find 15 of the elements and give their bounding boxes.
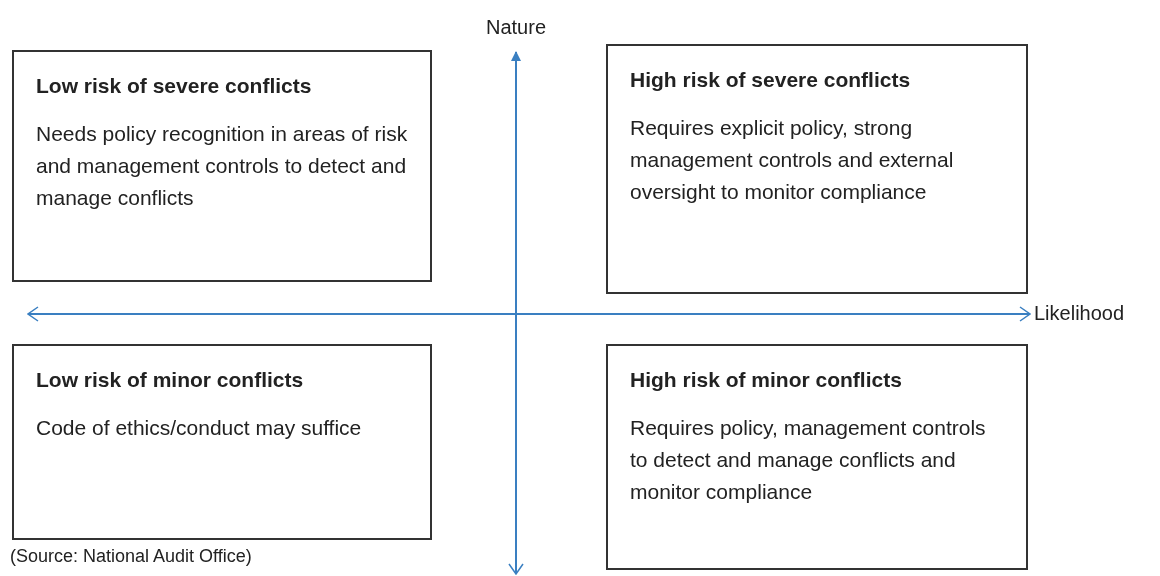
axis-label: Likelihood (1034, 302, 1125, 325)
quadrant-heading: High risk of minor conflicts (630, 368, 903, 392)
quadrant-description: Requires policy, management controls to detect and manage conflicts and monitor compliance (630, 415, 987, 505)
axis-label: Nature (486, 16, 547, 39)
quadrant-description: Code of ethics/conduct may suffice (36, 415, 363, 441)
quadrant-description: Requires explicit policy, strong management controls and external oversight to monitor compliance (630, 115, 955, 205)
quadrant-heading: High risk of severe conflicts (630, 68, 912, 92)
quadrant-heading: Low risk of severe conflicts (36, 74, 313, 98)
source-note: (Source: National Audit Office) (10, 546, 252, 567)
quadrant-box (606, 344, 1028, 570)
quadrant-box (606, 44, 1028, 294)
quadrant-box (12, 344, 432, 540)
quadrant-description: Needs policy recognition in areas of risk and management controls to detect and manage conflicts (36, 121, 408, 211)
quadrant-heading: Low risk of minor conflicts (36, 368, 305, 392)
quadrant-box (12, 50, 432, 282)
